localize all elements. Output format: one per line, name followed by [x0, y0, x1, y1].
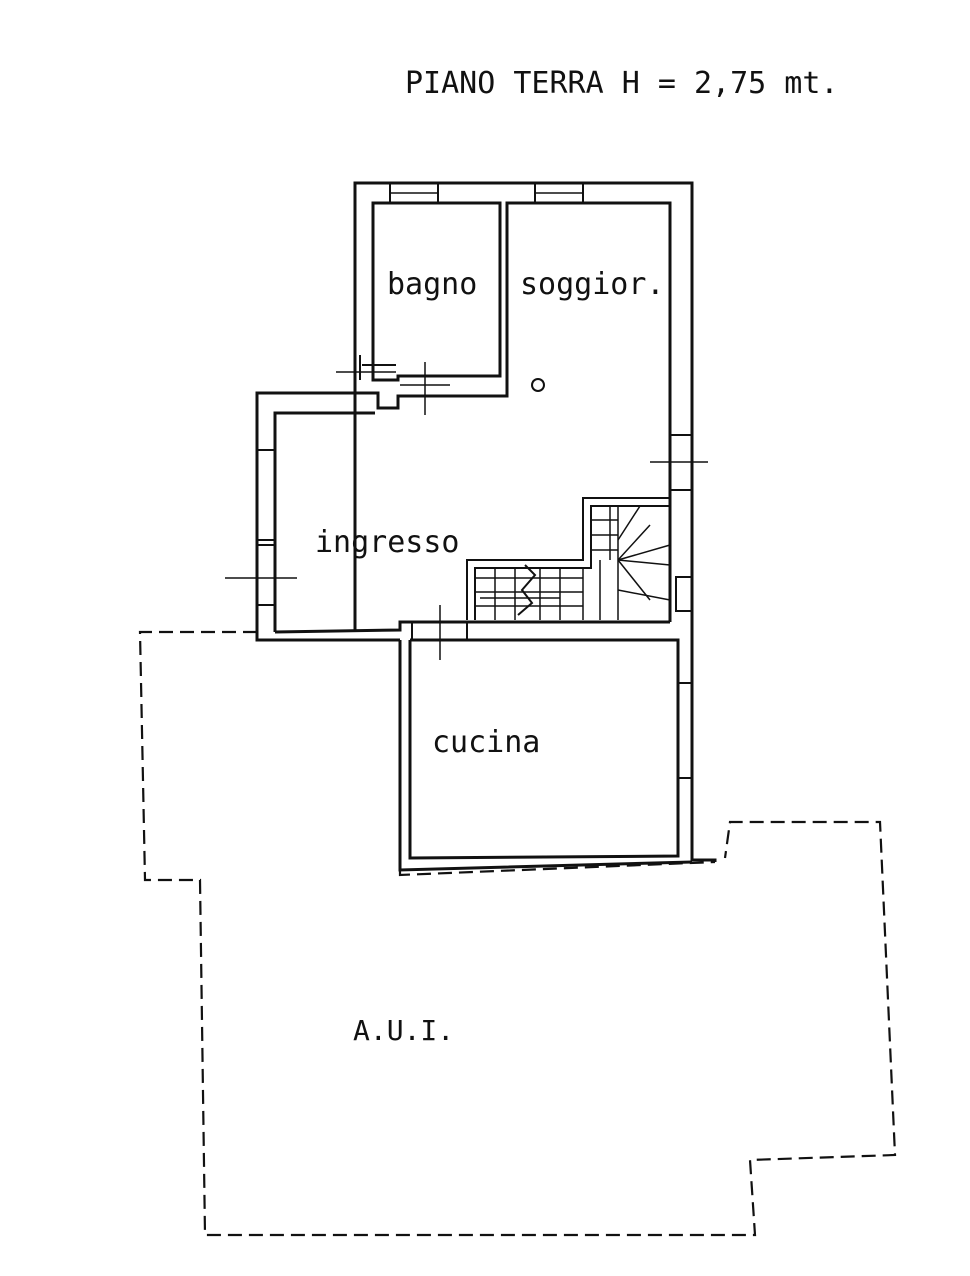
window-stair-right — [675, 576, 693, 612]
room-label-soggiorno: soggior. — [520, 267, 665, 302]
bagno-partition — [336, 355, 509, 415]
window-cucina-right — [677, 682, 693, 779]
exterior-area-outline — [138, 630, 897, 1237]
column-mark — [531, 378, 545, 392]
window-soggiorno — [534, 182, 584, 204]
plan-title: PIANO TERRA H = 2,75 mt. — [405, 66, 838, 101]
staircase — [466, 497, 671, 620]
window-ingresso-2 — [256, 544, 276, 606]
room-label-cucina: cucina — [432, 725, 540, 760]
window-bagno — [389, 182, 439, 204]
room-label-bagno: bagno — [387, 267, 477, 302]
window-ingresso-1 — [256, 449, 276, 541]
exterior-area-label: A.U.I. — [353, 1014, 454, 1047]
room-label-ingresso: ingresso — [315, 525, 460, 560]
